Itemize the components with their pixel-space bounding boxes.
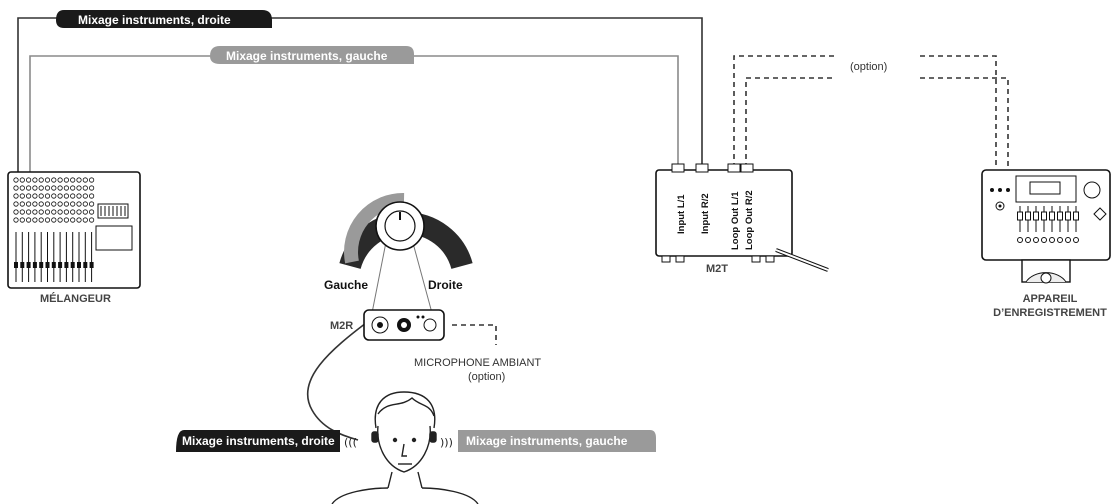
mixer-label: MÉLANGEUR: [40, 292, 111, 305]
m2t-port-loop-out-l: Loop Out L/1: [730, 191, 741, 250]
ambient-mic-cable: [452, 324, 497, 345]
knob-right-label: Droite: [428, 278, 463, 292]
mixer-channel-strips: [13, 177, 95, 282]
left-mix-pill-label: Mixage instruments, gauche: [226, 49, 388, 63]
volume-knob: [339, 192, 473, 270]
recorder-label-line2: D’ENREGISTREMENT: [993, 307, 1107, 319]
loop-out-r-cable: [745, 77, 835, 168]
right-sound-waves: (((: [344, 436, 357, 449]
m2r-label: M2R: [330, 320, 353, 332]
listener-right-label: Mixage instruments, droite: [182, 434, 335, 448]
right-mix-pill-label: Mixage instruments, droite: [78, 13, 231, 27]
loop-out-l-cable: [733, 55, 835, 168]
recorder-in-r-cable: [920, 77, 1009, 168]
mixer-device: [7, 171, 141, 289]
earphone-cable: [306, 319, 371, 441]
recorder-faders: [1017, 206, 1079, 243]
m2t-port-loop-out-r: Loop Out R/2: [744, 190, 755, 250]
listener-left-label: Mixage instruments, gauche: [466, 434, 628, 448]
left-mix-cable: [29, 55, 679, 172]
m2t-label: M2T: [706, 263, 728, 275]
ambient-mic-label: MICROPHONE AMBIANT: [414, 357, 541, 369]
option-label-top: (option): [850, 61, 887, 73]
right-mix-cable: [17, 17, 703, 172]
listener-left-pill: Mixage instruments, gauche: [458, 430, 656, 452]
left-mix-pill: Mixage instruments, gauche: [210, 46, 414, 64]
recorder-device: [981, 169, 1111, 284]
m2t-device: [655, 163, 829, 272]
m2t-port-input-l: Input L/1: [676, 194, 687, 234]
recorder-label-line1: APPAREIL: [1023, 293, 1078, 305]
m2t-port-input-r: Input R/2: [700, 193, 711, 234]
listener-right-pill: Mixage instruments, droite: [176, 430, 340, 452]
m2r-device: [363, 309, 445, 341]
listener-figure: [331, 391, 479, 504]
ambient-mic-option: (option): [468, 371, 505, 383]
recorder-in-l-cable: [920, 55, 997, 168]
left-sound-waves: ))): [440, 436, 453, 449]
knob-left-label: Gauche: [324, 278, 368, 292]
right-mix-pill: Mixage instruments, droite: [56, 10, 272, 28]
dashed-cables: [452, 55, 1009, 345]
